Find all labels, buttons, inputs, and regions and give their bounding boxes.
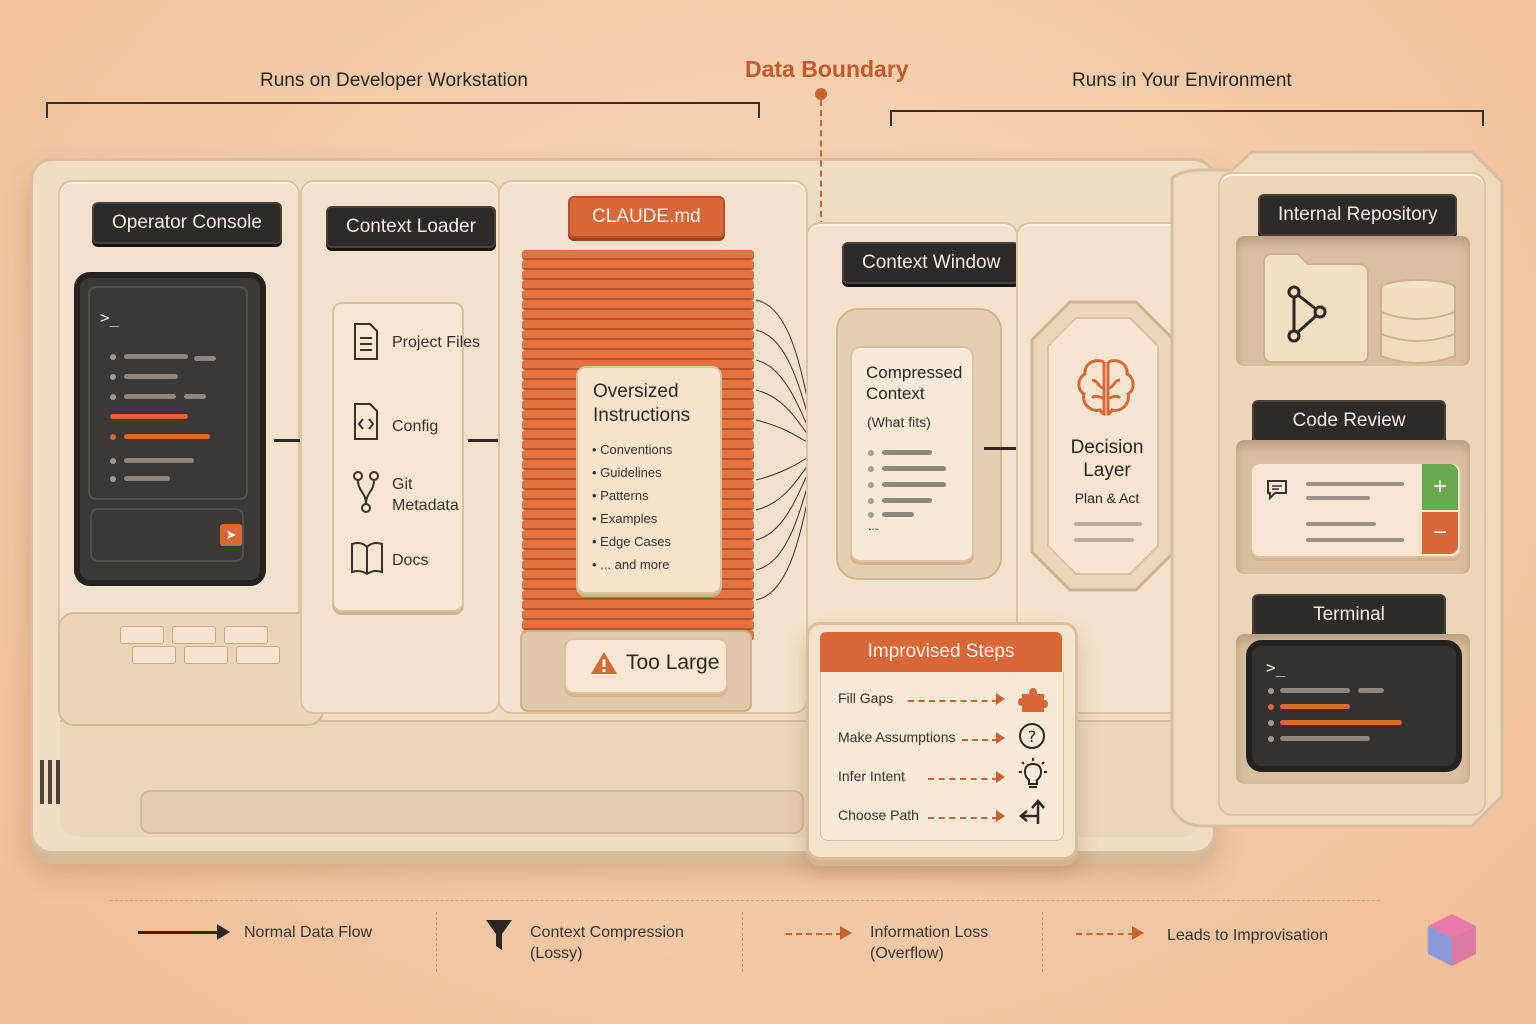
step-infer-intent: Infer Intent xyxy=(838,768,905,784)
improvised-steps-title: Improvised Steps xyxy=(820,632,1062,672)
loader-item-project-files: Project Files xyxy=(392,334,481,351)
decision-layer-sub: Plan & Act xyxy=(1074,490,1140,506)
legend-loss-arrow xyxy=(786,933,842,935)
step-fill-gaps-arrow xyxy=(908,700,998,702)
question-icon: ? xyxy=(1019,723,1045,749)
step-make-assumptions: Make Assumptions xyxy=(838,729,956,745)
loader-item-config: Config xyxy=(392,418,439,435)
terminal-title: Terminal xyxy=(1252,594,1446,636)
compressed-context-sub: (What fits) xyxy=(867,414,931,430)
book-icon xyxy=(351,542,383,576)
too-large-badge xyxy=(564,638,728,694)
legend-compression-label: Context Compression (Lossy) xyxy=(530,924,684,962)
chassis-slot xyxy=(140,790,804,834)
operator-console-title: Operator Console xyxy=(92,202,282,244)
send-icon[interactable]: ➤ xyxy=(220,524,242,546)
approve-button[interactable]: + xyxy=(1422,464,1458,510)
fork-path-icon xyxy=(1019,799,1045,824)
comment-icon xyxy=(1267,480,1287,500)
folder-icon xyxy=(1263,253,1369,363)
bracket-workstation xyxy=(46,102,760,118)
step-make-assumptions-arrow xyxy=(962,739,998,741)
warning-icon xyxy=(591,652,617,674)
loader-item-git-metadata: Git Metadata xyxy=(392,476,459,514)
step-choose-path-arrow xyxy=(928,817,998,819)
loader-item-docs: Docs xyxy=(392,552,429,569)
reject-button[interactable]: − xyxy=(1422,512,1458,554)
cube-logo-icon xyxy=(1428,914,1476,966)
claude-md-title: CLAUDE.md xyxy=(568,196,725,238)
too-large-label: Too Large xyxy=(626,651,720,674)
step-fill-gaps: Fill Gaps xyxy=(838,690,894,706)
legend-loss-label: Information Loss (Overflow) xyxy=(870,924,989,962)
bullet-conventions: • Conventions xyxy=(592,442,673,457)
console-prompt: >_ xyxy=(100,308,120,327)
zone-label-environment: Runs in Your Environment xyxy=(1072,70,1292,91)
lightbulb-icon xyxy=(1019,758,1047,788)
svg-text:?: ? xyxy=(1028,727,1037,746)
brain-icon xyxy=(1077,359,1135,416)
context-window-title: Context Window xyxy=(842,242,1021,284)
bullet-examples: • Examples xyxy=(592,511,658,526)
bracket-environment xyxy=(890,110,1484,126)
legend-improv-arrow xyxy=(1076,933,1134,935)
boundary-dot xyxy=(815,88,827,100)
decision-layer-title: Decision Layer xyxy=(1070,437,1144,481)
git-branch-icon xyxy=(353,471,379,513)
compressed-context-ellipsis: ... xyxy=(868,518,879,533)
internal-repository-title: Internal Repository xyxy=(1258,194,1458,236)
step-choose-path: Choose Path xyxy=(838,807,919,823)
legend-improv-label: Leads to Improvisation xyxy=(1167,927,1328,944)
database-icon xyxy=(1380,279,1456,364)
compressed-context-title: Compressed Context xyxy=(866,363,963,403)
data-boundary-title: Data Boundary xyxy=(745,56,909,82)
keyboard-keys xyxy=(120,626,280,666)
funnel-icon xyxy=(486,920,512,950)
oversized-instructions-title: Oversized Instructions xyxy=(593,381,691,426)
puzzle-icon xyxy=(1018,688,1048,712)
bullet-guidelines: • Guidelines xyxy=(592,465,662,480)
code-file-icon xyxy=(354,403,378,440)
bullet-edge-cases: • Edge Cases xyxy=(592,534,671,549)
terminal-prompt: >_ xyxy=(1266,658,1286,677)
code-review-title: Code Review xyxy=(1252,400,1446,442)
legend-normal-label: Normal Data Flow xyxy=(244,924,373,941)
file-icon xyxy=(354,323,378,360)
legend-divider xyxy=(110,900,1380,901)
step-infer-intent-arrow xyxy=(928,778,998,780)
console-input[interactable] xyxy=(90,508,244,562)
decision-layer-octagon xyxy=(1030,300,1176,592)
vent-icon xyxy=(38,760,64,804)
zone-label-workstation: Runs on Developer Workstation xyxy=(260,70,528,91)
bullet-and-more: • ... and more xyxy=(592,557,670,572)
terminal-screen[interactable]: >_ xyxy=(1246,640,1462,772)
context-loader-title: Context Loader xyxy=(326,206,496,248)
bullet-patterns: • Patterns xyxy=(592,488,649,503)
console-screen[interactable]: >_ ➤ xyxy=(74,272,266,586)
legend-normal-arrow xyxy=(138,924,230,940)
oversized-instructions-card xyxy=(576,366,722,594)
